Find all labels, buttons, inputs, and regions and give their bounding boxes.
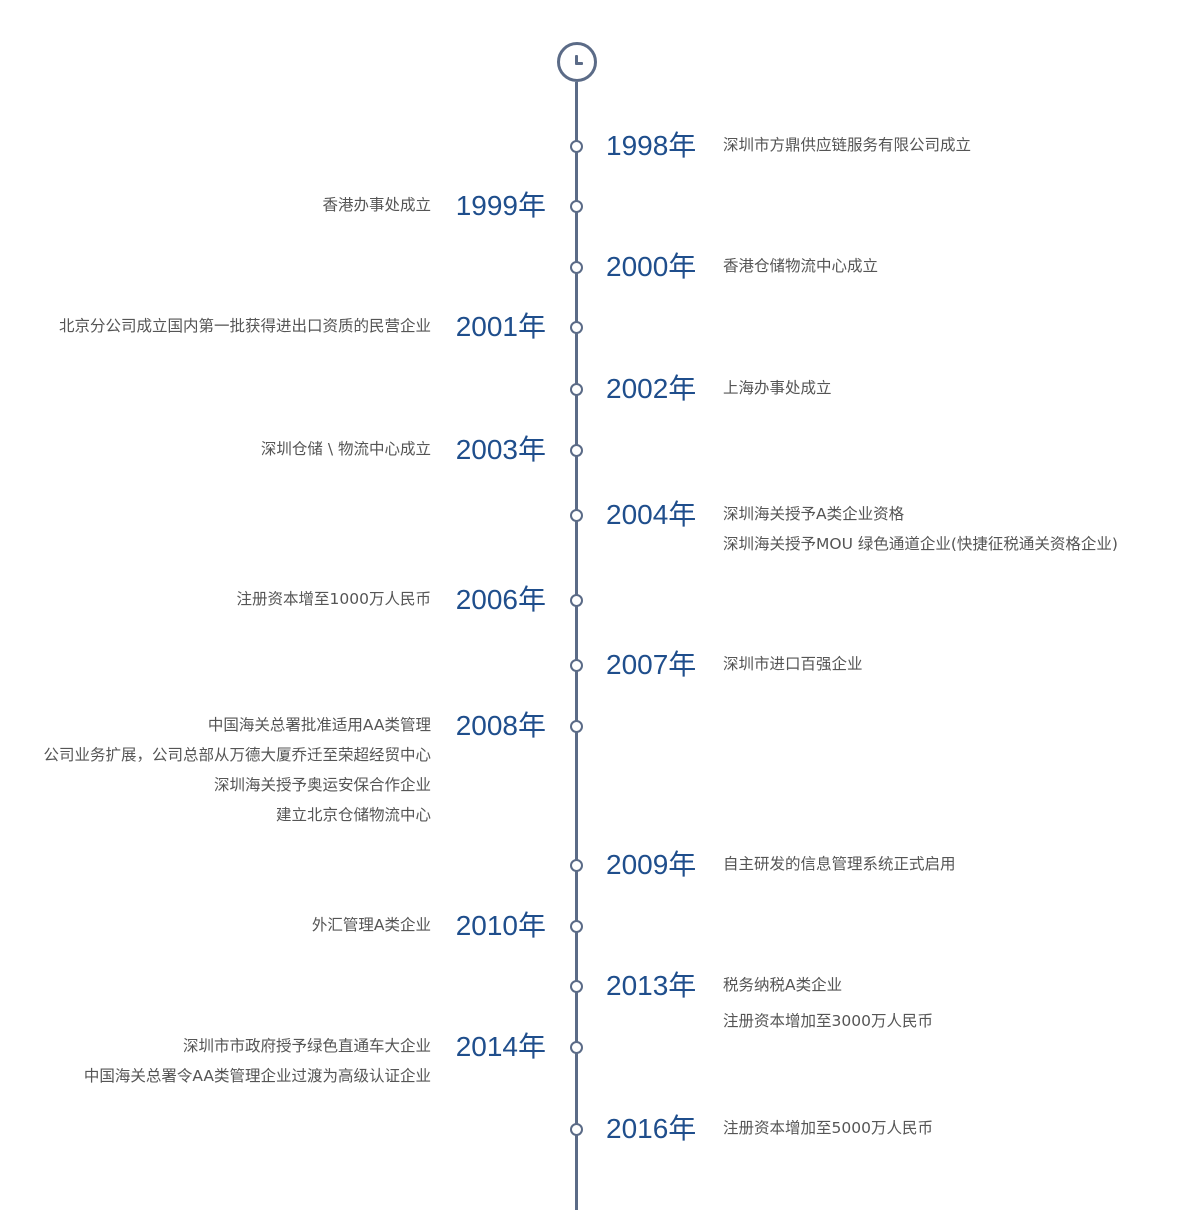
timeline-description-line: 深圳海关授予MOU 绿色通道企业(快捷征税通关资格企业) — [723, 535, 1118, 553]
timeline-description-line: 注册资本增加至3000万人民币 — [723, 1012, 933, 1030]
timeline-year: 1998年 — [606, 130, 697, 161]
timeline-node — [570, 720, 583, 733]
timeline-year: 1999年 — [455, 190, 546, 221]
timeline-description: 深圳市方鼎供应链服务有限公司成立 — [723, 130, 971, 160]
timeline-year: 2013年 — [606, 970, 697, 1001]
timeline-description-line: 自主研发的信息管理系统正式启用 — [723, 855, 956, 873]
timeline-description: 中国海关总署批准适用AA类管理公司业务扩展，公司总部从万德大厦乔迁至荣超经贸中心… — [43, 710, 431, 830]
timeline-description-line: 公司业务扩展，公司总部从万德大厦乔迁至荣超经贸中心 — [43, 746, 431, 764]
timeline-description: 上海办事处成立 — [723, 373, 832, 403]
timeline-description-line: 注册资本增至1000万人民币 — [236, 590, 431, 608]
timeline-year: 2009年 — [606, 849, 697, 880]
timeline-description-line: 深圳仓储 \ 物流中心成立 — [260, 440, 431, 458]
timeline-node — [570, 1041, 583, 1054]
timeline-year: 2010年 — [455, 910, 546, 941]
timeline-description: 外汇管理A类企业 — [312, 910, 431, 940]
timeline-description-line: 深圳海关授予A类企业资格 — [723, 505, 905, 523]
timeline-description-line: 深圳市方鼎供应链服务有限公司成立 — [723, 136, 972, 154]
timeline-description: 深圳仓储 \ 物流中心成立 — [261, 434, 431, 464]
timeline-description: 税务纳税A类企业注册资本增加至3000万人民币 — [723, 970, 933, 1036]
timeline-node — [570, 444, 583, 457]
timeline-node — [570, 1123, 583, 1136]
timeline-description-line: 深圳市市政府授予绿色直通车大企业 — [182, 1037, 431, 1055]
timeline-year: 2000年 — [606, 251, 697, 282]
timeline-description: 北京分公司成立国内第一批获得进出口资质的民营企业 — [59, 311, 431, 341]
timeline-node — [570, 321, 583, 334]
timeline-node — [570, 659, 583, 672]
timeline-description: 深圳海关授予A类企业资格深圳海关授予MOU 绿色通道企业(快捷征税通关资格企业) — [723, 499, 1118, 559]
timeline-description-line: 深圳海关授予奥运安保合作企业 — [213, 776, 431, 794]
timeline-description-line: 北京分公司成立国内第一批获得进出口资质的民营企业 — [58, 317, 431, 335]
timeline-year: 2006年 — [455, 584, 546, 615]
timeline-description: 深圳市市政府授予绿色直通车大企业中国海关总署令AA类管理企业过渡为高级认证企业 — [84, 1031, 431, 1091]
clock-icon — [557, 42, 597, 82]
timeline-description-line: 中国海关总署令AA类管理企业过渡为高级认证企业 — [83, 1067, 431, 1085]
timeline-year: 2002年 — [606, 373, 697, 404]
timeline-description-line: 中国海关总署批准适用AA类管理 — [207, 716, 431, 734]
timeline-node — [570, 509, 583, 522]
timeline-node — [570, 920, 583, 933]
timeline-year: 2016年 — [606, 1113, 697, 1144]
timeline-year: 2004年 — [606, 499, 697, 530]
timeline-description-line: 外汇管理A类企业 — [311, 916, 431, 934]
timeline-node — [570, 383, 583, 396]
timeline-description: 深圳市进口百强企业 — [723, 649, 863, 679]
timeline-description: 香港仓储物流中心成立 — [723, 251, 878, 281]
timeline-axis — [575, 82, 578, 1210]
timeline-description: 注册资本增加至5000万人民币 — [723, 1113, 933, 1143]
timeline-node — [570, 859, 583, 872]
timeline-description-line: 税务纳税A类企业 — [723, 976, 843, 994]
timeline-year: 2014年 — [455, 1031, 546, 1062]
timeline-node — [570, 594, 583, 607]
timeline-node — [570, 261, 583, 274]
timeline-node — [570, 140, 583, 153]
timeline-year: 2003年 — [455, 434, 546, 465]
timeline-description: 香港办事处成立 — [322, 190, 431, 220]
timeline-node — [570, 980, 583, 993]
timeline-description-line: 建立北京仓储物流中心 — [275, 806, 431, 824]
timeline-description-line: 深圳市进口百强企业 — [723, 655, 863, 673]
timeline-year: 2008年 — [455, 710, 546, 741]
timeline-description-line: 香港办事处成立 — [322, 196, 431, 214]
timeline-description: 注册资本增至1000万人民币 — [237, 584, 431, 614]
timeline-description-line: 香港仓储物流中心成立 — [723, 257, 879, 275]
timeline-description-line: 上海办事处成立 — [723, 379, 832, 397]
timeline-year: 2007年 — [606, 649, 697, 680]
timeline-description-line: 注册资本增加至5000万人民币 — [723, 1119, 933, 1137]
timeline-year: 2001年 — [455, 311, 546, 342]
timeline-node — [570, 200, 583, 213]
timeline-description: 自主研发的信息管理系统正式启用 — [723, 849, 956, 879]
